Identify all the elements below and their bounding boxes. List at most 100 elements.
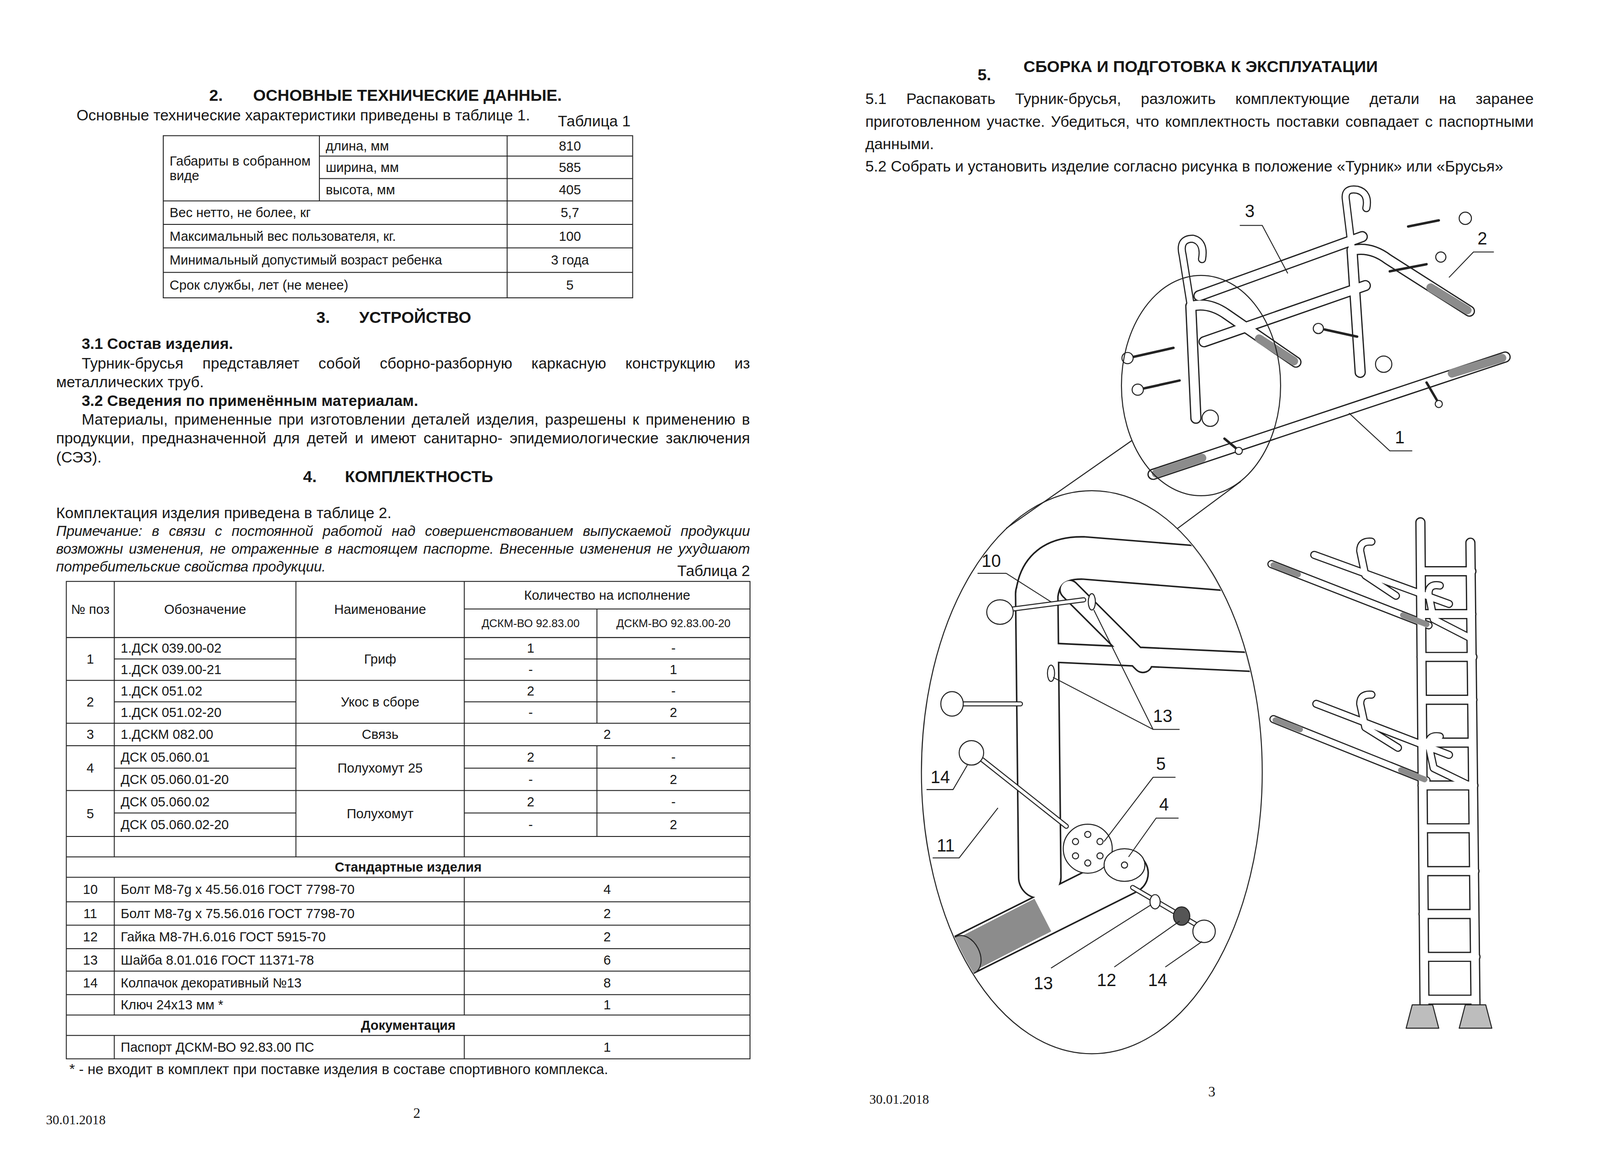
table-cell: 5 — [66, 790, 115, 837]
table-cell: 2 — [464, 723, 751, 746]
table-cell: 2 — [464, 925, 751, 949]
table-cell: 1 — [464, 637, 598, 660]
callout-number: 5 — [1156, 754, 1166, 776]
table-cell: Габариты в собранном виде — [163, 135, 320, 201]
joint-detail — [958, 599, 1199, 927]
table-cell: ДСКМ-ВО 92.83.00 — [464, 609, 598, 638]
section-heading: СБОРКА И ПОДГОТОВКА К ЭКСПЛУАТАЦИИ — [1023, 57, 1378, 77]
table-cell: 6 — [464, 948, 751, 972]
leader-line — [1239, 225, 1288, 274]
leader-line — [1104, 777, 1176, 842]
joint-detail — [1173, 906, 1190, 926]
callout-number: 3 — [1245, 201, 1255, 223]
table-cell: - — [464, 702, 598, 724]
table-cell: Связь — [296, 723, 465, 746]
table-grid — [66, 581, 751, 1060]
table-cell: - — [596, 637, 750, 660]
table-cell: Болт М8-7g x 75.56.016 ГОСТ 7798-70 — [114, 901, 465, 926]
table-cell: 4 — [464, 877, 751, 902]
callout-number: 14 — [930, 767, 950, 789]
leader-line — [1051, 905, 1152, 969]
bar-assembly — [1375, 356, 1392, 373]
callout-number: 11 — [936, 835, 955, 857]
table-cell: 4 — [66, 745, 115, 791]
callout-number: 1 — [1394, 427, 1405, 449]
callout-number: 13 — [1152, 706, 1173, 728]
joint-detail — [940, 557, 1276, 980]
detail-outline — [921, 275, 1281, 1055]
table-cell: 10 — [66, 877, 115, 902]
table-cell: 1.ДСК 051.02-20 — [114, 702, 297, 724]
table-cell: ширина, мм — [319, 156, 508, 179]
callout-number: 4 — [1159, 794, 1169, 816]
page-number: 2 — [413, 1104, 421, 1123]
wall-bars — [1273, 565, 1427, 780]
leader-line — [932, 807, 998, 859]
joint-detail — [943, 930, 988, 980]
table-cell: 2 — [596, 813, 750, 837]
bar-assembly — [1435, 251, 1446, 262]
joint-detail — [1193, 920, 1216, 943]
joint-detail — [1084, 859, 1091, 866]
table-cell: Количество на исполнение — [464, 581, 751, 610]
table-cell: Полухомут 25 — [296, 745, 465, 791]
table-cell: Гриф — [296, 637, 465, 681]
leader-line — [1128, 818, 1179, 858]
joint-detail — [1096, 853, 1103, 860]
table-cell: 2 — [596, 702, 750, 724]
table-cell: 1 — [464, 995, 751, 1016]
table-cell: Стандартные изделия — [66, 857, 751, 878]
table-cell: 1 — [596, 659, 750, 681]
table-cell: 2 — [596, 768, 750, 791]
bar-assembly — [1156, 287, 1502, 474]
table-cell: ДСК 05.060.02-20 — [114, 813, 297, 837]
subsection-heading: 3.2 Сведения по применённым материалам. — [81, 391, 419, 411]
body-text: Материалы, примененные при изготовлении … — [56, 410, 751, 467]
table-cell: Вес нетто, не более, кг — [163, 201, 508, 225]
joint-detail — [958, 740, 984, 766]
section-heading: ОСНОВНЫЕ ТЕХНИЧЕСКИЕ ДАННЫЕ. — [253, 85, 563, 106]
joint-detail — [1096, 838, 1103, 845]
table-cell: - — [596, 790, 750, 814]
table-cell: 3 года — [507, 247, 633, 273]
leader-line — [926, 765, 968, 790]
section-number: 2. — [209, 85, 224, 106]
callout-number: 10 — [981, 551, 1001, 573]
joint-detail — [1084, 831, 1091, 838]
joint-detail — [1104, 849, 1145, 882]
table-cell: 13 — [66, 948, 115, 972]
table-cell: 1.ДСК 039.00-02 — [114, 637, 297, 660]
joint-detail — [969, 915, 1043, 954]
joint-detail — [940, 691, 964, 717]
leader-line — [1448, 251, 1494, 278]
joint-detail — [940, 594, 1216, 944]
table-cell: 1 — [66, 637, 115, 681]
table-cell: 2 — [464, 901, 751, 926]
joint-detail — [1072, 853, 1079, 860]
assembly-drawing — [66, 135, 1506, 1059]
table-cell: 2 — [464, 745, 598, 769]
joint-detail — [1072, 838, 1079, 845]
table-cell: Ключ 24x13 мм * — [114, 995, 465, 1016]
section-number: 3. — [316, 307, 330, 328]
footnote: * - не входит в комплект при поставке из… — [69, 1061, 609, 1079]
table-cell: ДСК 05.060.01-20 — [114, 768, 297, 791]
joint-detail — [1056, 589, 1276, 664]
table-cell: - — [464, 813, 598, 837]
table-cell: № поз — [66, 581, 115, 638]
table-cell: - — [596, 680, 750, 703]
table-caption: Таблица 2 — [607, 562, 751, 581]
section-number: 4. — [302, 467, 317, 487]
section-number: 5. — [977, 65, 992, 85]
leader-line — [1114, 921, 1180, 968]
leader-line — [977, 573, 1052, 603]
detail-outline — [1121, 275, 1281, 496]
table-cell: 5 — [507, 272, 633, 298]
joint-detail — [986, 599, 1014, 625]
table-cell: длина, мм — [319, 135, 508, 157]
leader-line — [1165, 941, 1203, 968]
table-cell: Срок службы, лет (не менее) — [163, 272, 508, 298]
wall-bars — [1271, 522, 1492, 1029]
table-cell: Шайба 8.01.016 ГОСТ 11371-78 — [114, 948, 465, 972]
bar-assembly — [1435, 400, 1443, 408]
